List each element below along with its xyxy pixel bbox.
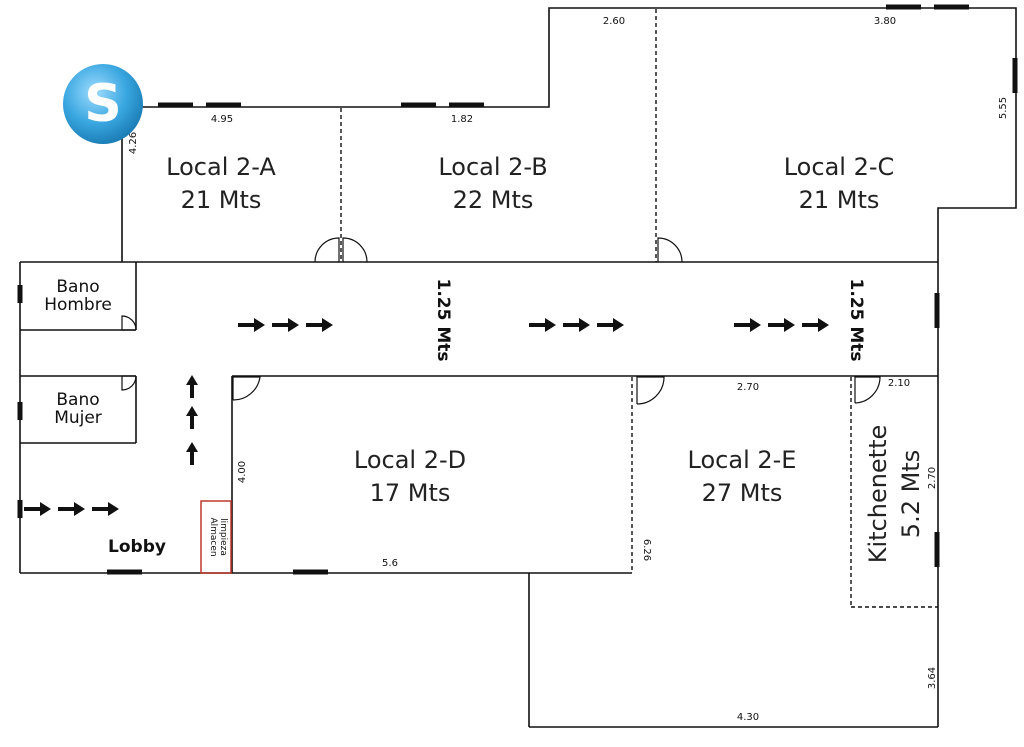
room-2c-area: 21 Mts	[799, 186, 880, 214]
corridor-width-1: 1.25 Mts	[433, 278, 453, 361]
right-arrow-icon	[24, 502, 51, 516]
dim-5-55: 5.55	[998, 97, 1009, 119]
right-arrow-icon	[768, 318, 795, 332]
doors	[121, 237, 881, 405]
dim-2-70: 2.70	[737, 382, 759, 393]
dim-4-30: 4.30	[737, 712, 759, 723]
right-arrow-icon	[597, 318, 624, 332]
room-2d-area: 17 Mts	[370, 479, 451, 507]
dim-4-26: 4.26	[128, 132, 139, 154]
right-arrow-icon	[563, 318, 590, 332]
dimensions: 4.95 1.82 2.60 3.80 5.55 4.26 2.70 2.10 …	[128, 16, 1009, 723]
almacen-box	[200, 500, 232, 574]
room-2c-name: Local 2-C	[784, 153, 895, 181]
bano-hombre-line1: Bano	[56, 277, 99, 297]
dim-2-10: 2.10	[888, 378, 910, 389]
corridor-width-2: 1.25 Mts	[846, 278, 866, 361]
dim-3-80: 3.80	[874, 16, 896, 27]
room-2b-name: Local 2-B	[438, 153, 547, 181]
right-arrow-icon	[529, 318, 556, 332]
bano-mujer-line1: Bano	[56, 390, 99, 410]
bano-hombre-line2: Hombre	[44, 295, 112, 315]
kitchenette-area: 5.2 Mts	[897, 450, 925, 538]
room-2a-area: 21 Mts	[181, 186, 262, 214]
right-arrow-icon	[272, 318, 299, 332]
almacen-limpieza: Almacen limpieza	[200, 500, 232, 574]
direction-arrows	[24, 318, 829, 516]
room-2e-area: 27 Mts	[702, 479, 783, 507]
dim-2-60: 2.60	[603, 16, 625, 27]
up-arrow-icon	[186, 375, 198, 398]
right-arrow-icon	[802, 318, 829, 332]
dim-6-26: 6.26	[641, 539, 652, 561]
right-arrow-icon	[734, 318, 761, 332]
room-2b-area: 22 Mts	[453, 186, 534, 214]
room-2e-name: Local 2-E	[688, 446, 797, 474]
dim-3-64: 3.64	[927, 667, 938, 689]
room-2a-name: Local 2-A	[166, 153, 276, 181]
right-arrow-icon	[58, 502, 85, 516]
right-arrow-icon	[238, 318, 265, 332]
dim-1-82: 1.82	[451, 114, 473, 125]
dim-5-6: 5.6	[382, 558, 398, 569]
right-arrow-icon	[92, 502, 119, 516]
dim-4-95: 4.95	[211, 114, 233, 125]
right-arrow-icon	[306, 318, 333, 332]
logo-letter: S	[84, 74, 121, 134]
logo: S	[63, 64, 143, 144]
dim-2-70-side: 2.70	[927, 467, 938, 489]
lobby-label: Lobby	[108, 537, 166, 557]
up-arrow-icon	[186, 406, 198, 429]
kitchenette-name: Kitchenette	[864, 425, 892, 564]
up-arrow-icon	[186, 442, 198, 465]
bano-mujer-line2: Mujer	[54, 408, 102, 428]
partitions	[340, 9, 938, 608]
windows	[17, 4, 1018, 575]
walls	[19, 7, 1017, 728]
almacen-line2: limpieza	[218, 518, 228, 556]
logo-circle-icon	[63, 64, 143, 144]
room-2d-name: Local 2-D	[354, 446, 466, 474]
almacen-line1: Almacen	[208, 517, 218, 556]
dim-4-00: 4.00	[237, 461, 248, 483]
